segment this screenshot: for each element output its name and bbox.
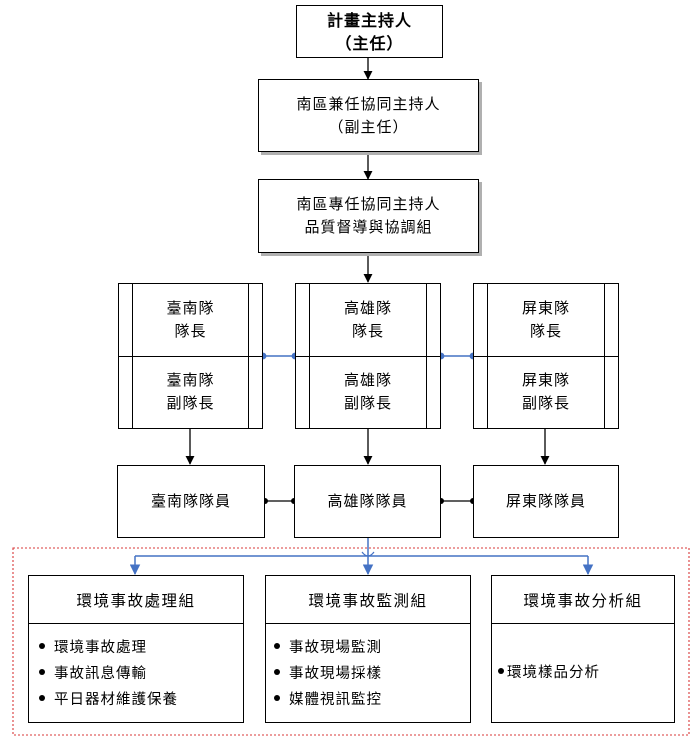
group-title: 環境事故處理組 bbox=[29, 576, 243, 624]
list-item: 媒體視訊監控 bbox=[274, 685, 470, 711]
principal-investigator-box: 計畫主持人 （主任） bbox=[296, 5, 443, 58]
team-leader: 臺南隊隊長 bbox=[166, 299, 215, 340]
members-kaohsiung: 高雄隊隊員 bbox=[294, 465, 441, 538]
group-title: 環境事故分析組 bbox=[492, 576, 674, 624]
deputy-subtitle: （副主任） bbox=[328, 117, 409, 136]
qa-subtitle: 品質督導與協調組 bbox=[304, 218, 433, 236]
team-vice-leader: 屏東隊副隊長 bbox=[521, 371, 570, 412]
list-item: 環境樣品分析 bbox=[498, 658, 674, 684]
group-title: 環境事故監測組 bbox=[266, 576, 470, 624]
bullet-icon bbox=[274, 643, 280, 649]
bullet-icon bbox=[498, 668, 504, 674]
bullet-icon bbox=[274, 669, 280, 675]
team-kaohsiung: 高雄隊隊長 高雄隊副隊長 bbox=[295, 283, 441, 429]
deputy-pi-box: 南區兼任協同主持人 （副主任） bbox=[258, 79, 479, 152]
members-pingtung: 屏東隊隊員 bbox=[473, 465, 619, 538]
members-tainan: 臺南隊隊員 bbox=[117, 465, 265, 538]
list-item: 環境事故處理 bbox=[39, 633, 243, 659]
group-incident-monitoring: 環境事故監測組 事故現場監測 事故現場採樣 媒體視訊監控 bbox=[265, 575, 471, 723]
list-item: 事故現場監測 bbox=[274, 633, 470, 659]
principal-subtitle: （主任） bbox=[335, 33, 404, 53]
bullet-icon bbox=[39, 643, 45, 649]
list-item: 事故訊息傳輸 bbox=[39, 659, 243, 685]
team-vice-leader: 臺南隊副隊長 bbox=[166, 371, 215, 412]
principal-title: 計畫主持人 bbox=[326, 10, 412, 30]
team-leader: 屏東隊隊長 bbox=[521, 299, 570, 340]
dist-curve bbox=[361, 551, 375, 557]
list-item: 事故現場採樣 bbox=[274, 659, 470, 685]
team-divider bbox=[296, 356, 440, 357]
bullet-icon bbox=[274, 695, 280, 701]
list-item: 平日器材維護保養 bbox=[39, 685, 243, 711]
qa-title: 南區專任協同主持人 bbox=[296, 195, 441, 213]
team-leader: 高雄隊隊長 bbox=[343, 299, 392, 340]
qa-coordination-box: 南區專任協同主持人 品質督導與協調組 bbox=[258, 179, 479, 253]
team-divider bbox=[119, 356, 262, 357]
group-incident-analysis: 環境事故分析組 環境樣品分析 bbox=[491, 575, 675, 723]
team-divider bbox=[474, 356, 618, 357]
group-incident-handling: 環境事故處理組 環境事故處理 事故訊息傳輸 平日器材維護保養 bbox=[28, 575, 244, 723]
bullet-icon bbox=[39, 669, 45, 675]
bullet-icon bbox=[39, 695, 45, 701]
deputy-title: 南區兼任協同主持人 bbox=[296, 94, 441, 113]
team-tainan: 臺南隊隊長 臺南隊副隊長 bbox=[118, 283, 263, 429]
team-pingtung: 屏東隊隊長 屏東隊副隊長 bbox=[473, 283, 619, 429]
team-vice-leader: 高雄隊副隊長 bbox=[343, 371, 392, 412]
